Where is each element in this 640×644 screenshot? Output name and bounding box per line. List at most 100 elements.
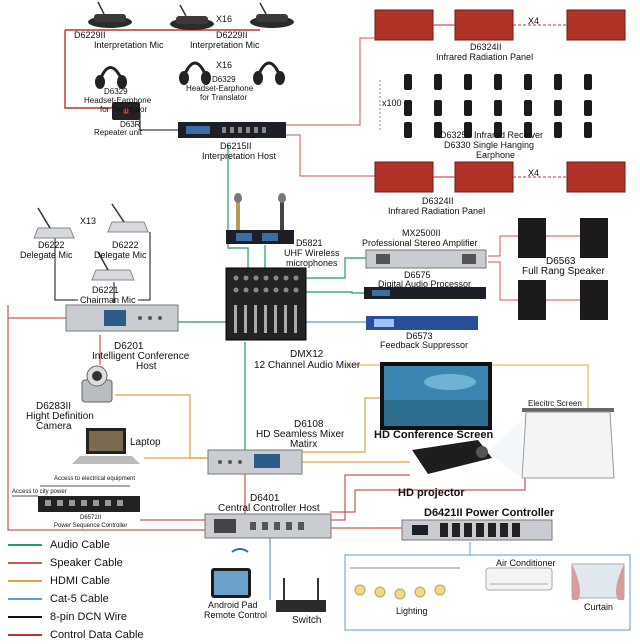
label-earphone: Earphone [476, 150, 516, 160]
label-hd-projector: HD projector [398, 487, 465, 499]
audio-mixer [225, 267, 307, 341]
label-power-seq: Power Sequence Controller [54, 523, 128, 529]
hd-matrix [207, 449, 303, 475]
headset-earphone-right [253, 61, 285, 85]
label-d6222-right: D6222 [112, 240, 139, 250]
conference-host [65, 304, 179, 332]
label-delegate-left: Delegate Mic [20, 250, 73, 260]
label-d6215: D6215II [220, 141, 252, 151]
headset-earphone-mid [179, 61, 211, 85]
ir-receivers-grid [379, 74, 592, 138]
label-d6221: D6221 [92, 285, 119, 295]
label-central-host: Central Controller Host [218, 503, 320, 514]
label-translator-right: for Translator [200, 93, 248, 102]
electric-screen [521, 408, 615, 479]
label-d6222-left: D6222 [38, 240, 65, 250]
legend-swatch [8, 634, 42, 636]
label-d6572: D6572II [80, 515, 102, 521]
interp-mic-cable [64, 30, 112, 109]
label-interp-mic-left: Interpretation Mic [94, 40, 164, 50]
control-left-loop [7, 305, 205, 531]
label-d6330: D6330 Single Hanging [444, 140, 535, 150]
legend-item: HDMI Cable [8, 572, 208, 590]
legend-swatch [8, 598, 42, 600]
hd-projector [412, 420, 522, 478]
label-feedback: Feedback Suppressor [380, 340, 469, 350]
legend-item: 8-pin DCN Wire [8, 608, 208, 626]
label-android-2: Remote Control [204, 610, 268, 620]
repeater-to-host [139, 112, 180, 131]
uhf-wireless-mic [226, 193, 294, 244]
camera-to-matrix [115, 394, 208, 459]
legend-item: Audio Cable [8, 536, 208, 554]
label-translator-left: for Translator [100, 105, 148, 114]
legend-label: 8-pin DCN Wire [50, 611, 128, 623]
label-d6329-left: D6329 [104, 87, 128, 96]
delegate-mic-left [33, 207, 75, 239]
legend-label: Audio Cable [50, 539, 110, 551]
label-uhf: UHF Wireless [284, 248, 340, 258]
label-d6401: D6401 [250, 493, 280, 504]
amp-to-speaker-bottom [488, 261, 518, 301]
label-d6421-power: D6421II Power Controller [424, 507, 555, 519]
label-mx2500: MX2500II [402, 228, 441, 238]
power-to-loads [344, 542, 631, 631]
label-hd-matrix-1: HD Seamless Mixer [256, 429, 345, 440]
power-sequence-controller [12, 485, 140, 512]
label-d6201: D6201 [114, 341, 144, 352]
interpretation-mic-mid [170, 4, 214, 30]
label-interp-mic-right: Interpretation Mic [190, 40, 260, 50]
label-lighting: Lighting [396, 606, 428, 616]
label-d5821: D5821 [296, 238, 323, 248]
delegate-dcn-right [138, 232, 151, 301]
legend-swatch [8, 544, 42, 546]
label-mixer: 12 Channel Audio Mixer [254, 360, 361, 371]
legend-swatch [8, 562, 42, 564]
ir-top-cable [285, 37, 375, 126]
label-ir-panel-mid: Infrared Radiation Panel [388, 206, 486, 216]
headset-earphone-left [95, 66, 127, 89]
curtain [571, 563, 625, 600]
label-ir-panel-top: Infrared Radiation Panel [436, 52, 534, 62]
label-amp: Professional Stereo Amplifier [362, 238, 478, 248]
label-repeater: Repeater unit [94, 128, 143, 137]
matrix-to-screen [302, 397, 380, 453]
label-x100: x100 [382, 98, 402, 108]
connection-lines [7, 29, 631, 631]
label-headset-right: Headset-Earphone [186, 84, 254, 93]
legend-item: Speaker Cable [8, 554, 208, 572]
label-x16-mic: X16 [216, 14, 233, 24]
label-d6108: D6108 [294, 419, 324, 430]
legend-label: Speaker Cable [50, 557, 123, 569]
label-d63r: D63R [120, 120, 141, 129]
label-hd-screen: HD Conference Screen [374, 429, 494, 441]
label-d6229-left: D6229II [74, 30, 106, 40]
label-hd-matrix-2: Matirx [290, 439, 318, 450]
digital-audio-processor [364, 287, 486, 299]
label-access-city: Access to city power [12, 489, 67, 495]
interpretation-mic-left [88, 1, 132, 28]
label-x16-head: X16 [216, 60, 233, 70]
label-d6573: D6573 [406, 331, 433, 341]
legend-swatch [8, 616, 42, 618]
ir-panels-top [374, 9, 626, 41]
ir-mid-cable [285, 134, 375, 177]
label-icon-host-2: Host [136, 361, 157, 372]
power-controller [401, 519, 553, 541]
label-d6324-top: D6324II [470, 42, 502, 52]
delegate-mic-right [107, 203, 149, 233]
chairman-mic [91, 251, 135, 281]
label-speaker: Full Rang Speaker [522, 266, 605, 277]
label-laptop: Laptop [130, 437, 161, 448]
label-dap: Digital Audio Processor [378, 279, 472, 289]
label-access-elec: Access to electrical equipment [54, 476, 136, 482]
label-x4-mid: X4 [528, 168, 540, 178]
cable-legend: Audio Cable Speaker Cable HDMI Cable Cat… [8, 536, 208, 644]
label-hd-camera-1: Hight Definition [26, 411, 94, 422]
legend-swatch [8, 580, 42, 582]
delegate-dcn-left [54, 237, 78, 301]
android-pad [211, 548, 251, 598]
label-interp-host: Interpretation Host [202, 151, 277, 161]
label-microphones: microphones [286, 258, 338, 268]
